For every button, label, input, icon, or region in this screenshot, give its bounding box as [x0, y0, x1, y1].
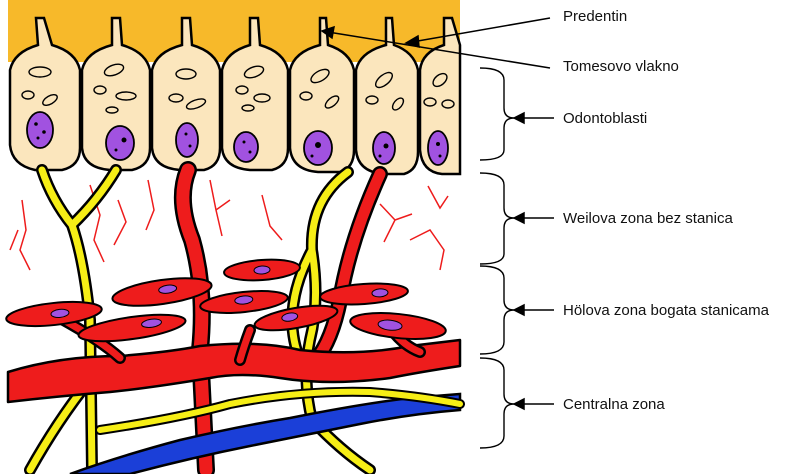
label-central-zone: Centralna zona: [563, 396, 665, 414]
bracket-hohl: [480, 266, 514, 354]
zone-brackets: [480, 68, 514, 448]
nucleus: [373, 132, 395, 164]
nucleus: [176, 123, 198, 157]
bracket-weil: [480, 173, 514, 264]
label-weil-zone: Weilova zona bez stanica: [563, 210, 733, 228]
pulp-cell: [319, 281, 408, 307]
nucleus: [27, 112, 53, 148]
label-hohl-zone: Hölova zona bogata stanicama: [563, 302, 769, 320]
bracket-odontoblasti: [480, 68, 514, 160]
nucleus: [106, 126, 134, 160]
label-predentin: Predentin: [563, 8, 627, 26]
bracket-central: [480, 358, 514, 448]
cell-rich-zone-cells: [5, 257, 447, 346]
nucleus: [428, 131, 448, 165]
vein: [70, 394, 460, 474]
nucleus: [234, 132, 258, 162]
label-odontoblasts: Odontoblasti: [563, 110, 647, 128]
label-tomes-fiber: Tomesovo vlakno: [563, 58, 679, 76]
